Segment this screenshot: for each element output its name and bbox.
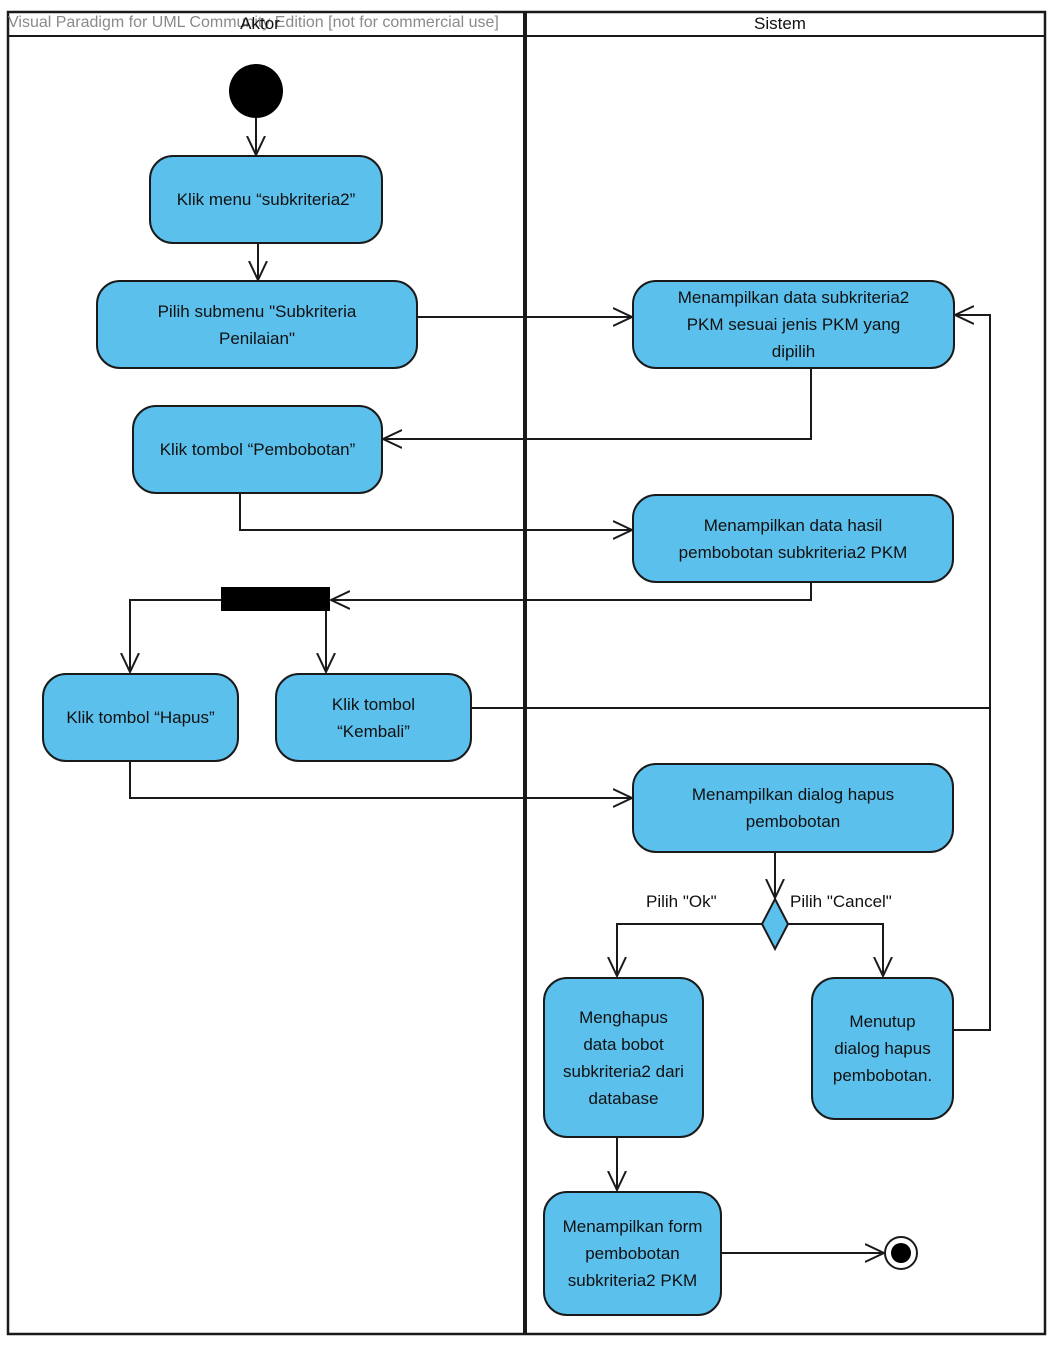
action-menampilkan-dialog-hapus: Menampilkan dialog hapus pembobotan bbox=[632, 763, 954, 853]
decision-node bbox=[760, 896, 790, 952]
action-menampilkan-form-pembobotan: Menampilkan form pembobotan subkriteria2… bbox=[543, 1191, 722, 1316]
flow-s5-to-s1 bbox=[954, 708, 991, 1031]
action-menutup-dialog-hapus: Menutup dialog hapus pembobotan. bbox=[811, 977, 954, 1120]
guard-pilih-cancel: Pilih "Cancel" bbox=[790, 892, 892, 911]
flow-a5-to-s1 bbox=[472, 315, 991, 709]
flow-s1-to-a3 bbox=[383, 369, 812, 439]
action-klik-tombol-kembali: Klik tombol “Kembali” bbox=[275, 673, 472, 762]
flow-decision-to-s5 bbox=[788, 923, 883, 976]
watermark-text: Visual Paradigm for UML Community Editio… bbox=[8, 14, 499, 31]
action-klik-tombol-hapus: Klik tombol “Hapus” bbox=[42, 673, 239, 762]
flow-s2-to-fork bbox=[331, 583, 812, 600]
action-menampilkan-hasil-pembobotan: Menampilkan data hasil pembobotan subkri… bbox=[632, 494, 954, 583]
action-klik-tombol-pembobotan: Klik tombol “Pembobotan” bbox=[132, 405, 383, 494]
flow-a3-to-s2 bbox=[239, 493, 632, 530]
flow-fork-to-a4 bbox=[130, 599, 221, 672]
lane-title-aktor: Aktor bbox=[240, 14, 280, 33]
final-node-core bbox=[891, 1243, 911, 1263]
action-klik-menu-subkriteria2: Klik menu “subkriteria2” bbox=[149, 155, 383, 244]
guard-pilih-ok: Pilih "Ok" bbox=[646, 892, 717, 911]
flow-a4-to-s3 bbox=[129, 762, 632, 798]
lane-title-sistem: Sistem bbox=[754, 14, 806, 33]
action-pilih-submenu-subkriteria-penilaian: Pilih submenu "Subkriteria Penilaian" bbox=[96, 280, 418, 369]
action-menampilkan-data-subkriteria2: Menampilkan data subkriteria2 PKM sesuai… bbox=[632, 280, 955, 369]
action-menghapus-data-bobot: Menghapus data bobot subkriteria2 dari d… bbox=[543, 977, 704, 1138]
fork-bar bbox=[221, 587, 330, 611]
initial-node bbox=[229, 64, 283, 118]
flow-decision-to-s4 bbox=[617, 923, 762, 976]
